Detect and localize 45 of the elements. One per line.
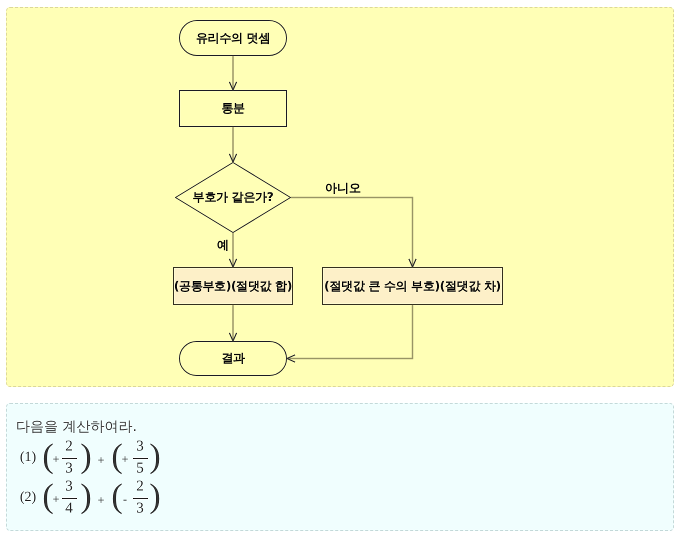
flow-arrow: [228, 56, 238, 91]
parenthesis: ): [149, 480, 161, 514]
parenthesis: (: [111, 440, 123, 474]
math-sign: +: [52, 493, 60, 505]
numerator: 2: [136, 480, 144, 494]
math-sign: -: [123, 493, 127, 505]
parenthesis: (: [111, 480, 123, 514]
node-text: (공통부호)(절댓값 합): [174, 278, 292, 294]
parenthesis: ): [149, 440, 161, 474]
flow-arrow: [228, 233, 238, 268]
denominator: 3: [65, 462, 73, 476]
problem-number: (2): [20, 491, 36, 505]
math-sign: +: [122, 453, 128, 465]
decision-diamond: [175, 162, 291, 233]
math-sign: +: [98, 494, 104, 506]
denominator: 3: [136, 502, 144, 516]
node-text: (절댓값 큰 수의 부호)(절댓값 차): [324, 278, 501, 294]
node-text: 결과: [221, 351, 245, 366]
denominator: 5: [136, 462, 144, 476]
terminal-node: [179, 341, 287, 376]
node-text: 유리수의 덧셈: [196, 30, 270, 46]
node-text: 부호가 같은가?: [192, 190, 274, 205]
parenthesis: ): [80, 480, 92, 514]
process-box: [179, 90, 287, 127]
numerator: 3: [65, 480, 73, 494]
denominator: 4: [65, 502, 73, 516]
flow-arrow: [228, 305, 238, 342]
process-box: [173, 267, 293, 305]
edge-label: 아니오: [324, 182, 362, 196]
flow-arrow: [286, 305, 414, 363]
parenthesis: (: [42, 440, 54, 474]
edge-label: 예: [216, 239, 230, 253]
terminal-node: [179, 20, 287, 56]
parenthesis: ): [80, 440, 92, 474]
instruction-text: 다음을 계산하여라.: [16, 420, 137, 434]
numerator: 2: [65, 440, 73, 454]
math-sign: +: [52, 453, 60, 465]
problem-number: (1): [20, 451, 36, 465]
process-box: [322, 267, 503, 305]
numerator: 3: [136, 440, 144, 454]
node-text: 통분: [221, 101, 245, 116]
math-sign: +: [98, 454, 104, 466]
flow-arrow: [291, 196, 417, 268]
flow-arrow: [228, 127, 238, 163]
parenthesis: (: [42, 480, 54, 514]
